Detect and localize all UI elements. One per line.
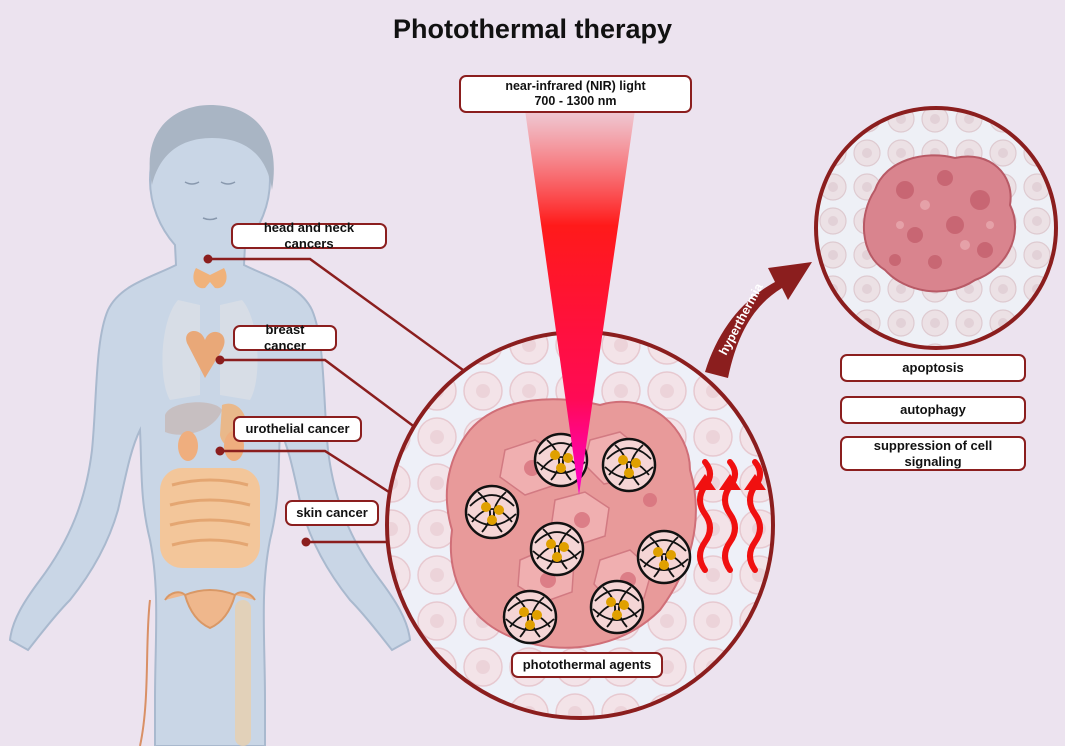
nir-light-label-line2: 700 - 1300 nm: [534, 94, 617, 108]
hyperthermia-label: hyperthermia: [716, 280, 766, 357]
heat-wave-arrowheads: [694, 474, 766, 490]
agent-particle: [589, 579, 645, 635]
agent-particle: [601, 437, 657, 493]
organ-label-breast: breast cancer: [233, 322, 337, 353]
hyperthermia-arrow: [705, 262, 812, 378]
cell-death-magnified-view: [814, 106, 1058, 350]
nir-light-label: near-infrared (NIR) light 700 - 1300 nm: [459, 75, 692, 113]
connector-lines: [208, 257, 464, 544]
agent-particle: [529, 521, 585, 577]
agent-particle: [636, 529, 692, 585]
hair: [149, 105, 274, 190]
human-body-figure: [8, 105, 412, 746]
nir-light-label-line1: near-infrared (NIR) light: [505, 79, 646, 93]
photothermal-agents-label: photothermal agents: [511, 652, 663, 678]
effect-label-autophagy: autophagy: [840, 396, 1026, 424]
organ-label-skin: skin cancer: [285, 500, 379, 526]
organ-label-head-neck: head and neck cancers: [231, 220, 387, 251]
photothermal-agent-particles: [464, 432, 692, 645]
thyroid-gland: [193, 268, 227, 289]
lungs: [162, 300, 258, 400]
agent-particle: [464, 484, 520, 540]
agent-particle: [502, 589, 558, 645]
liver: [165, 402, 222, 435]
uterus: [164, 589, 256, 630]
effect-label-suppression: suppression of cell signaling: [840, 436, 1026, 471]
heart: [186, 330, 225, 378]
heat-waves-icon: [697, 459, 763, 573]
organ-label-urothelial: urothelial cancer: [233, 416, 362, 442]
connector-dots: [203, 254, 311, 547]
nir-light-beam: [525, 110, 635, 495]
body-silhouette: [8, 109, 412, 746]
diagram-title: Photothermal therapy: [392, 14, 673, 44]
effect-label-apoptosis: apoptosis: [840, 354, 1026, 382]
